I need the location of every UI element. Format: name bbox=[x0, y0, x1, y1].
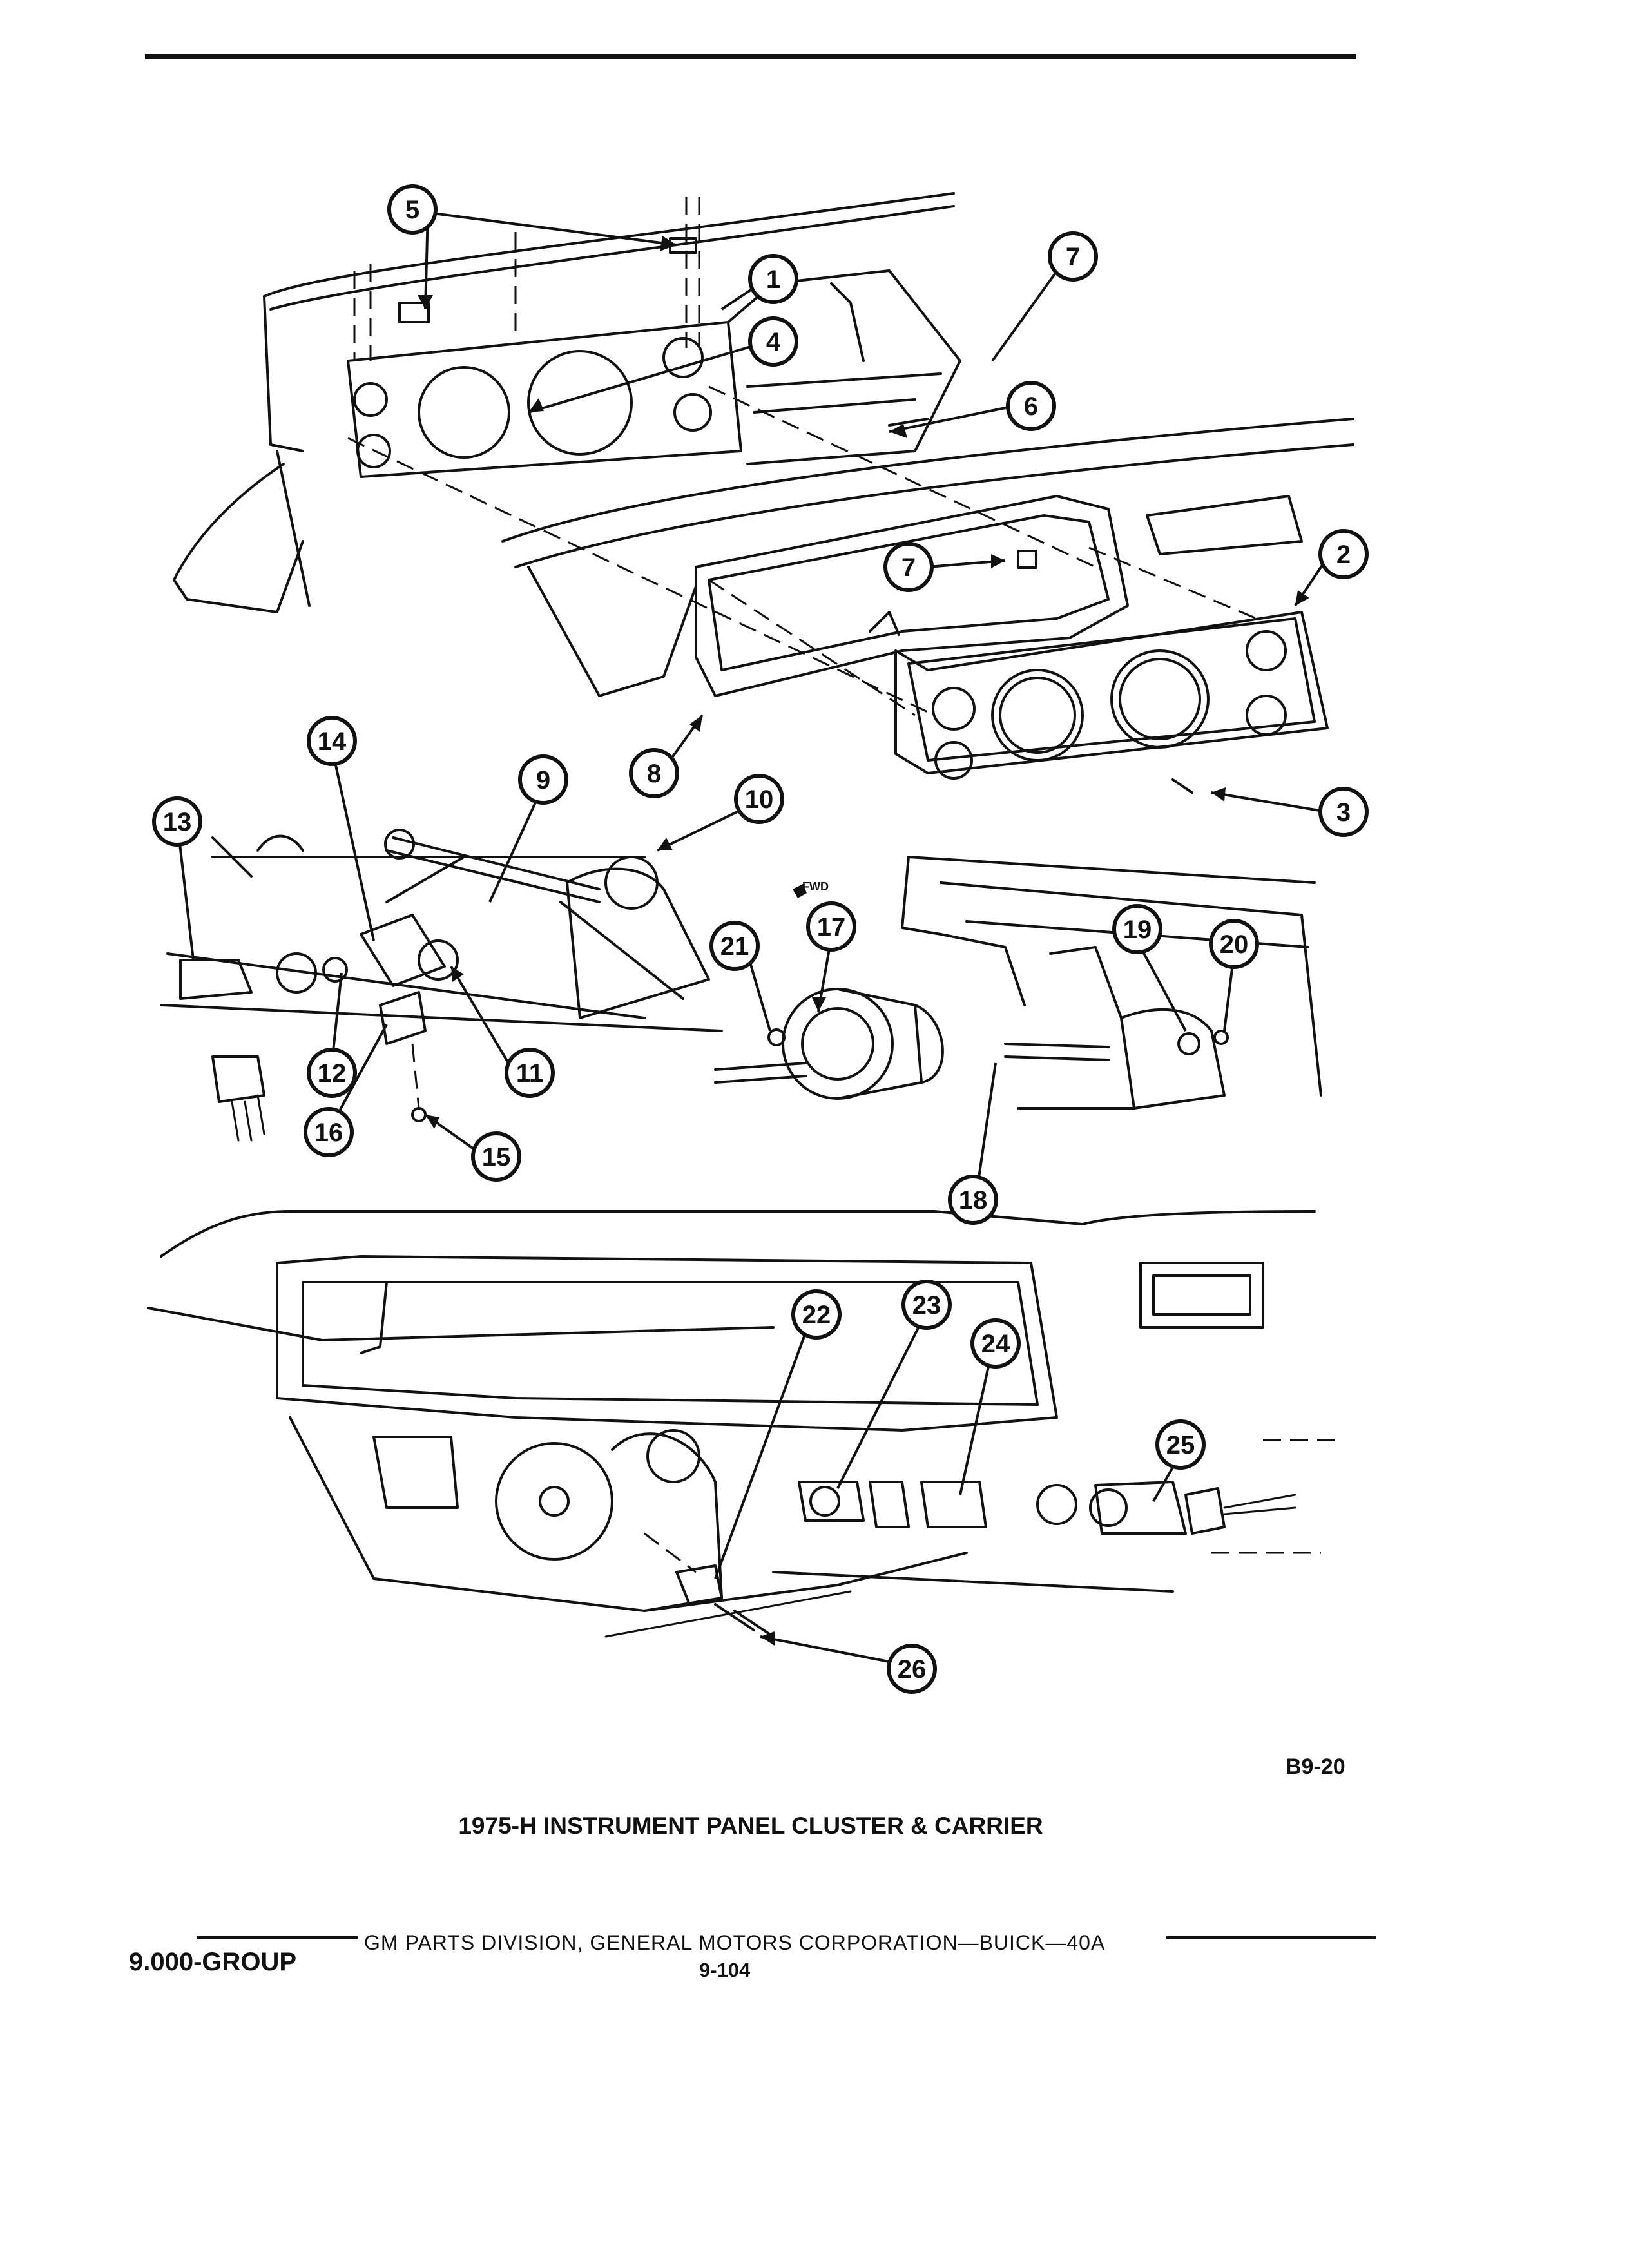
callout-26: 26 bbox=[887, 1644, 937, 1694]
svg-text:5: 5 bbox=[405, 196, 419, 224]
svg-text:10: 10 bbox=[745, 785, 774, 814]
callout-6: 6 bbox=[1006, 381, 1056, 431]
callout-25: 25 bbox=[1155, 1419, 1206, 1470]
svg-text:3: 3 bbox=[1336, 798, 1351, 827]
callout-22: 22 bbox=[791, 1289, 842, 1340]
svg-text:7: 7 bbox=[1066, 243, 1080, 271]
svg-text:15: 15 bbox=[482, 1143, 511, 1171]
lower-carrier-assembly bbox=[147, 1210, 1340, 1638]
callout-14: 14 bbox=[307, 716, 357, 766]
callout-16: 16 bbox=[304, 1107, 354, 1157]
callout-7-top: 7 bbox=[1048, 231, 1098, 282]
svg-text:1: 1 bbox=[766, 265, 780, 294]
callout-13: 13 bbox=[152, 796, 202, 847]
carrier-and-cluster bbox=[347, 385, 1354, 794]
callout-23: 23 bbox=[901, 1280, 952, 1330]
steering-column-assembly bbox=[160, 829, 723, 1142]
callout-24: 24 bbox=[970, 1318, 1021, 1369]
callout-8: 8 bbox=[629, 748, 679, 798]
callout-21: 21 bbox=[709, 921, 760, 971]
top-rule bbox=[145, 54, 1356, 59]
svg-text:25: 25 bbox=[1166, 1431, 1195, 1459]
callout-10: 10 bbox=[734, 774, 784, 824]
callout-18: 18 bbox=[948, 1175, 998, 1225]
svg-text:8: 8 bbox=[647, 760, 661, 788]
fwd-arrow-icon bbox=[793, 884, 807, 898]
callout-20: 20 bbox=[1209, 919, 1259, 969]
callout-7-mid: 7 bbox=[883, 542, 934, 592]
svg-text:13: 13 bbox=[163, 808, 192, 836]
svg-text:20: 20 bbox=[1220, 930, 1249, 959]
svg-text:24: 24 bbox=[981, 1330, 1010, 1358]
page-number: 9-104 bbox=[699, 1959, 751, 1981]
callout-12: 12 bbox=[307, 1048, 357, 1098]
upper-dash-assembly bbox=[173, 192, 961, 613]
callout-3: 3 bbox=[1318, 787, 1369, 837]
svg-text:4: 4 bbox=[766, 328, 781, 356]
fwd-label: FWD bbox=[802, 880, 829, 893]
callout-9: 9 bbox=[518, 754, 568, 805]
figure-code: B9-20 bbox=[1286, 1754, 1345, 1779]
callout-11: 11 bbox=[505, 1048, 555, 1098]
callout-5: 5 bbox=[387, 184, 438, 235]
arrow-heads bbox=[418, 236, 1309, 1646]
figure-caption: 1975-H INSTRUMENT PANEL CLUSTER & CARRIE… bbox=[458, 1812, 1043, 1839]
callout-2: 2 bbox=[1318, 529, 1369, 579]
svg-text:2: 2 bbox=[1336, 541, 1351, 569]
footer-division: GM PARTS DIVISION, GENERAL MOTORS CORPOR… bbox=[364, 1931, 1106, 1954]
svg-text:6: 6 bbox=[1024, 392, 1038, 421]
svg-text:9: 9 bbox=[536, 766, 550, 794]
callout-15: 15 bbox=[471, 1131, 521, 1182]
svg-text:18: 18 bbox=[959, 1186, 988, 1215]
callout-19: 19 bbox=[1112, 904, 1162, 954]
svg-text:16: 16 bbox=[314, 1119, 343, 1147]
callout-17: 17 bbox=[806, 901, 856, 952]
callout-4: 4 bbox=[748, 316, 798, 367]
svg-text:12: 12 bbox=[318, 1059, 347, 1088]
footer-rule-right bbox=[1166, 1936, 1376, 1939]
svg-text:7: 7 bbox=[901, 553, 916, 582]
svg-text:14: 14 bbox=[318, 727, 347, 756]
group-label: 9.000-GROUP bbox=[129, 1948, 297, 1976]
svg-text:21: 21 bbox=[720, 932, 749, 961]
svg-text:22: 22 bbox=[802, 1301, 831, 1329]
svg-text:17: 17 bbox=[817, 913, 846, 941]
svg-text:26: 26 bbox=[898, 1655, 927, 1684]
footer-rule-left bbox=[197, 1936, 358, 1939]
callout-1: 1 bbox=[748, 254, 798, 304]
svg-text:19: 19 bbox=[1123, 916, 1152, 944]
svg-text:23: 23 bbox=[912, 1291, 941, 1320]
svg-text:11: 11 bbox=[516, 1059, 543, 1088]
